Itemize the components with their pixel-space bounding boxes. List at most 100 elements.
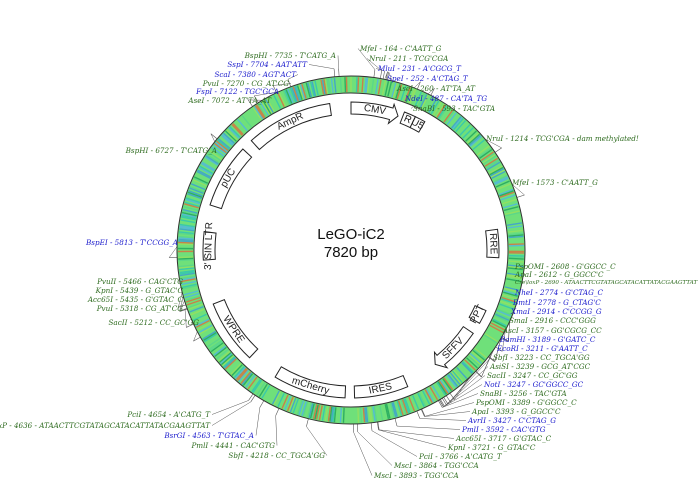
site-leader <box>275 415 278 446</box>
site-tick <box>377 421 379 430</box>
site-tick <box>253 95 259 103</box>
site-label: NruI - 1214 - TCG'CGA - dam methylated! <box>485 134 639 143</box>
site-tick <box>449 392 455 400</box>
feature-cmv <box>350 101 399 125</box>
site-tick <box>443 397 449 405</box>
site-tick <box>179 308 188 312</box>
site-label: PspOMI - 2608 - G'GGCC_C <box>514 262 616 271</box>
site-label: MfeI - 1573 - C'AATT_G <box>511 178 598 187</box>
feature-label-ires: IRES <box>368 381 393 397</box>
site-label: NruI - 211 - TCG'CGA <box>368 54 448 63</box>
site-tick <box>439 399 444 407</box>
site-label: BspEI - 5813 - T'CCGG_A <box>85 238 178 247</box>
feature-ppt <box>468 305 487 324</box>
site-label: AvrII - 3427 - C'CTAG_G <box>467 416 556 425</box>
site-label: EcoRI - 3211 - G'AATT_C <box>496 344 588 353</box>
site-leader <box>353 431 373 476</box>
site-label: MfeI - 164 - C'AATT_G <box>359 44 442 53</box>
ring-sequence-stripes <box>178 77 524 423</box>
site-tick <box>333 68 336 77</box>
site-tick <box>495 346 503 352</box>
site-tick <box>394 418 398 427</box>
feature-rre <box>485 228 500 259</box>
feature-sffv <box>433 325 474 369</box>
site-label: AsiSI - 3239 - GCG_AT'CGC <box>489 362 591 371</box>
site-leader <box>366 58 382 71</box>
site-leader <box>444 366 489 407</box>
feature-3-sin-ltr <box>202 231 217 261</box>
site-label: SspI - 7704 - AAT'ATT <box>227 60 308 69</box>
site-leader <box>424 411 471 417</box>
site-leader <box>396 425 461 430</box>
site-label: SacII - 5212 - CC_GC'GG <box>109 318 200 327</box>
site-leader <box>378 429 447 448</box>
feature-puc <box>209 148 253 210</box>
site-label: Cre\loxP - 4636 - ATAACTTCGTATAGCATACATT… <box>0 421 211 430</box>
site-label: PspOMI - 3389 - G'GGCC_C <box>475 398 577 407</box>
site-label: SbfI - 3223 - CC_TGCA'GG <box>493 353 590 362</box>
site-leader <box>443 375 486 407</box>
plasmid-size: 7820 bp <box>324 244 378 261</box>
site-leader <box>306 426 328 456</box>
site-label: ApaI - 3393 - G_GGCC'C <box>471 407 561 416</box>
site-label: SnaBI - 593 - TAC'GTA <box>413 104 495 113</box>
site-tick <box>380 70 383 79</box>
site-leader <box>419 418 467 421</box>
site-label: Acc65I - 3717 - G'GTAC_C <box>455 434 552 443</box>
site-tick <box>377 421 380 430</box>
site-label: NheI - 2774 - G'CTAG_C <box>514 288 603 297</box>
site-label: PciI - 3766 - A'CATG_T <box>418 452 503 461</box>
ring-outer-edge <box>176 75 526 425</box>
site-leader <box>446 357 492 406</box>
site-label: Cre\loxP - 2690 - ATAACTTCGTATAGCATACATT… <box>515 280 699 286</box>
site-tick <box>373 69 376 78</box>
site-tick <box>272 85 277 93</box>
site-label: BmtI - 2778 - G_CTAG'C <box>512 298 601 307</box>
site-tick <box>417 81 421 90</box>
site-label: MluI - 231 - A'CGCG_T <box>377 64 462 73</box>
site-leader <box>379 429 455 439</box>
site-tick <box>382 71 385 80</box>
site-leader <box>357 48 376 70</box>
site-label: MscI - 3893 - TGG'CCA <box>373 471 459 480</box>
site-tick <box>501 336 509 342</box>
site-leader <box>357 431 393 466</box>
site-leader <box>442 393 479 408</box>
feature-label-mcherry: mCherry <box>291 375 331 396</box>
site-label: BamHI - 3189 - G'GATC_C <box>499 335 596 344</box>
site-leader <box>384 71 388 79</box>
site-label: SacII - 3247 - CC_GC'GG <box>487 371 578 380</box>
site-label: PvuI - 7270 - CG_AT'CG <box>202 79 290 88</box>
site-leader <box>483 138 502 149</box>
site-tick <box>210 133 218 140</box>
site-label: Acc65I - 5435 - G'GTAC_C <box>87 295 184 304</box>
site-label: BspHI - 6727 - T'CATG_A <box>125 146 217 155</box>
site-tick <box>438 400 443 408</box>
site-label: NotI - 3247 - GC'GGCC_GC <box>483 380 584 389</box>
site-label: ScaI - 7380 - AGT'ACT <box>214 70 297 79</box>
site-label: SbfI - 4218 - CC_TGCA'GG <box>228 451 325 460</box>
site-label: AscI - 3157 - GG'CGCG_CC <box>502 326 602 335</box>
site-tick <box>186 323 194 328</box>
site-label: MscI - 3864 - TGG'CCA <box>393 461 479 470</box>
site-tick <box>179 308 188 312</box>
site-tick <box>250 395 256 403</box>
site-leader <box>179 299 186 312</box>
feature-label-3-sin-ltr: 3' SIN LTR <box>203 222 215 270</box>
site-leader <box>371 430 418 457</box>
site-leader <box>287 74 299 80</box>
site-label: PvuII - 5466 - CAG'CTG <box>96 277 183 286</box>
feature-wpre <box>212 298 259 359</box>
site-label: KpnI - 3721 - G_GTAC'C <box>447 443 536 452</box>
site-tick <box>475 371 482 378</box>
plasmid-name: LeGO-iC2 <box>317 226 385 243</box>
site-tick <box>306 418 309 427</box>
site-tick <box>275 408 280 416</box>
site-leader <box>211 401 251 426</box>
site-tick <box>441 398 447 406</box>
feature-label-u5: U5 <box>409 117 426 133</box>
site-leader <box>273 83 292 86</box>
feature-label-ampr: AmpR <box>275 111 305 133</box>
feature-mcherry <box>274 366 347 399</box>
ring-inner-edge <box>193 92 509 408</box>
